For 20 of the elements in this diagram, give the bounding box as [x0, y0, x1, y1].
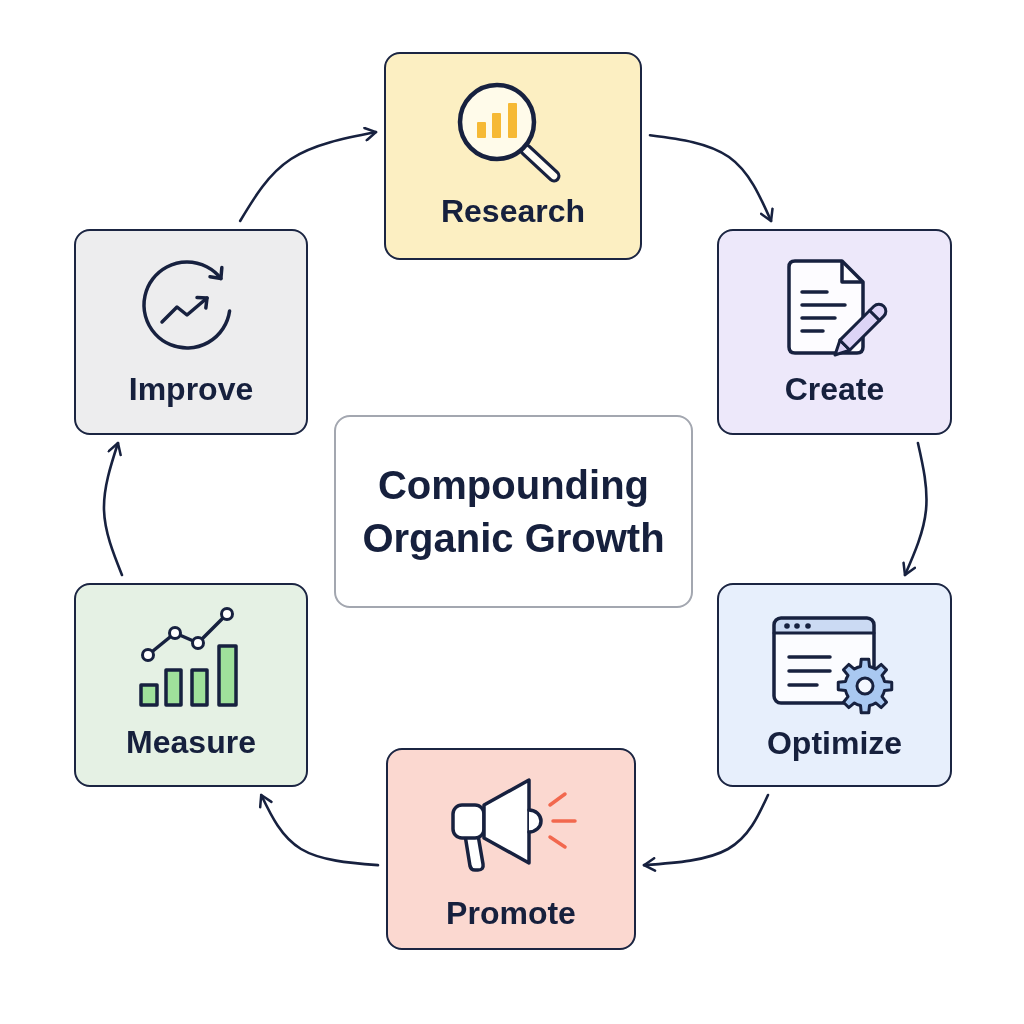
step-label: Optimize [766, 724, 903, 762]
step-label: Measure [126, 723, 256, 761]
hub-title: Compounding Organic Growth [361, 461, 666, 562]
hub-box [334, 415, 693, 608]
step-card [74, 583, 308, 787]
curved-arrow [238, 126, 378, 223]
step-card [717, 583, 952, 787]
curved-arrow [902, 441, 928, 577]
step-label: Research [440, 192, 586, 230]
step-label: Improve [128, 370, 254, 408]
step-card [384, 52, 642, 260]
curved-arrow [648, 133, 774, 223]
curved-arrow [258, 793, 380, 867]
step-label: Create [784, 370, 885, 408]
curved-arrow [102, 441, 124, 577]
step-card [74, 229, 308, 435]
step-card [386, 748, 636, 950]
step-card [717, 229, 952, 435]
step-label: Promote [446, 894, 576, 932]
curved-arrow [642, 793, 770, 872]
